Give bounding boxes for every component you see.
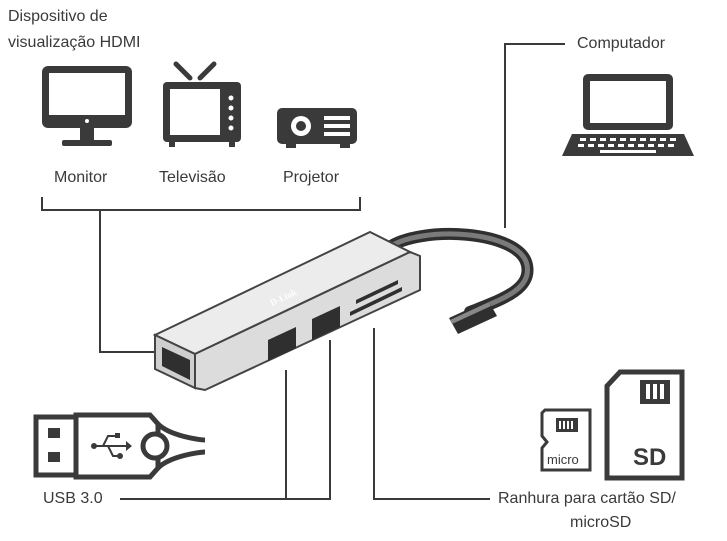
usb-c-cable <box>382 228 534 334</box>
projector-icon <box>277 108 357 148</box>
usb-hub <box>152 230 421 392</box>
hdmi-group-title-line2: visualização HDMI <box>8 34 141 51</box>
usb-port-2 <box>312 306 340 340</box>
sd-card-icon <box>604 369 685 481</box>
usb-plug-icon <box>33 412 206 480</box>
card-leader-line <box>373 328 490 500</box>
hdmi-bracket-line <box>41 197 361 211</box>
sd-card-text: SD <box>633 444 666 471</box>
card-slot-label-line1: Ranhura para cartão SD/ <box>498 490 676 507</box>
laptop-icon <box>562 74 694 156</box>
usb-label: USB 3.0 <box>43 490 103 507</box>
card-slot-label-line2: microSD <box>570 514 632 531</box>
monitor-label: Monitor <box>54 169 108 186</box>
sd-slot <box>350 287 402 316</box>
hdmi-port <box>162 347 190 380</box>
hdmi-leader-line <box>99 210 155 353</box>
computer-label: Computador <box>577 35 666 52</box>
hdmi-group-title-line1: Dispositivo de <box>8 8 108 25</box>
microsd-card-text: micro <box>547 452 579 467</box>
computer-leader-line <box>504 43 565 228</box>
microsd-card-icon <box>540 408 592 472</box>
television-label: Televisão <box>159 169 226 186</box>
microsd-slot <box>356 280 398 304</box>
projector-label: Projetor <box>283 169 340 186</box>
usb-leader-line <box>120 340 331 500</box>
monitor-icon <box>42 66 132 146</box>
television-icon <box>163 61 241 147</box>
usb-port-1 <box>268 327 296 361</box>
